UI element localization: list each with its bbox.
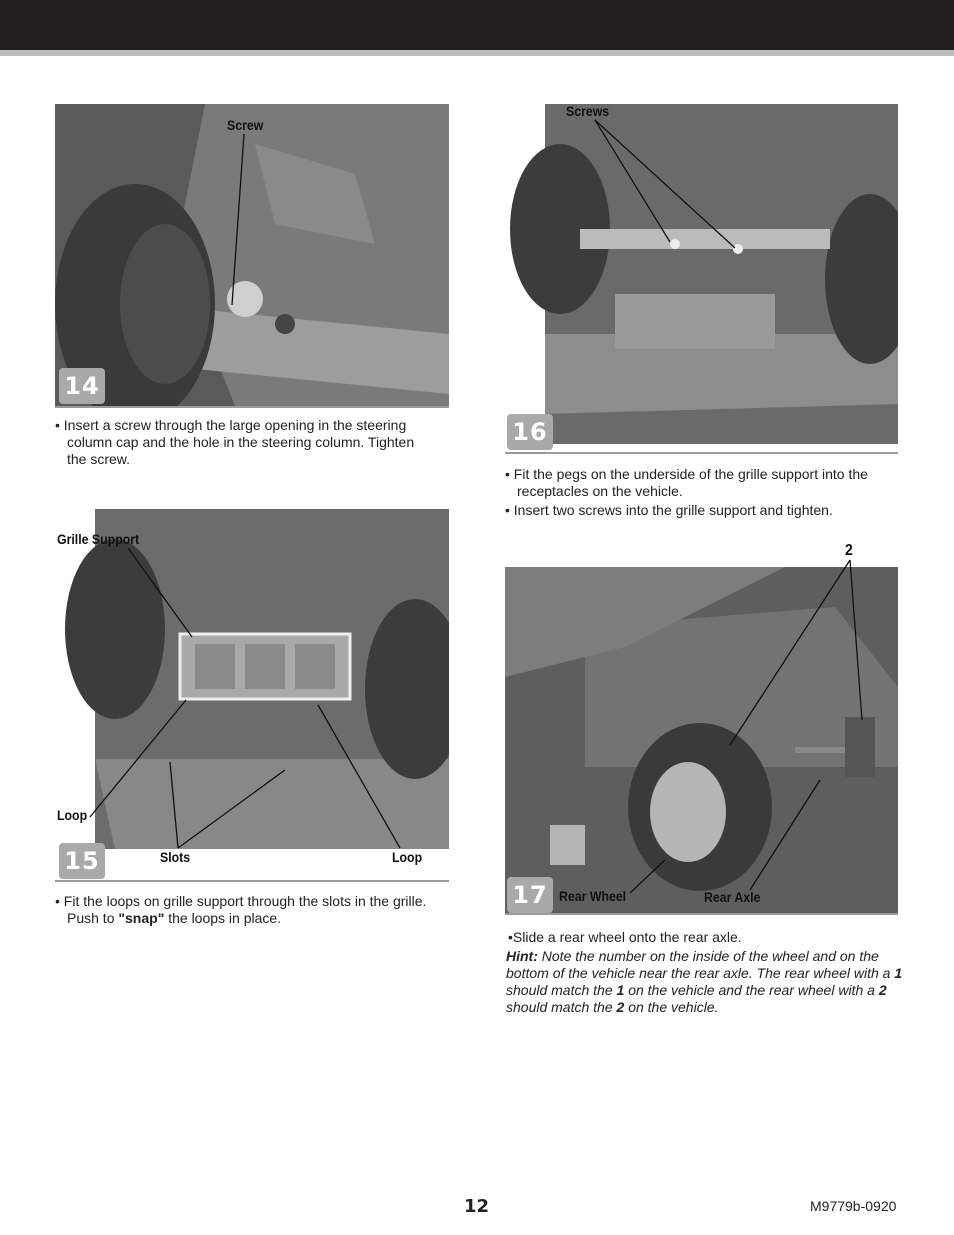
step-number-15: 15 — [59, 843, 105, 879]
step-number-16: 16 — [507, 414, 553, 450]
figure-14-illustration — [55, 104, 449, 406]
step-14-line: • Insert a screw through the large openi… — [55, 417, 407, 433]
step-14-text: • Insert a screw through the large openi… — [55, 417, 450, 468]
label-screw: Screw — [227, 117, 264, 133]
header-stripe — [0, 50, 954, 56]
label-two: 2 — [845, 542, 853, 559]
hint-text: Note the number on the inside of the whe… — [506, 948, 895, 981]
step-bar-14 — [55, 406, 449, 408]
page-number: 12 — [464, 1196, 490, 1217]
hint-num: 2 — [878, 982, 887, 998]
step-14-line: column cap and the hole in the steering … — [67, 434, 415, 450]
figure-14: 14 — [55, 104, 449, 406]
step-15-line2: Push to "snap" the loops in place. — [55, 910, 455, 927]
hint-num: 2 — [616, 999, 625, 1015]
step-17-hint: Hint: Note the number on the inside of t… — [506, 948, 906, 1016]
figure-15: 15 — [55, 509, 449, 881]
step-number-14: 14 — [59, 368, 105, 404]
header-bar — [0, 0, 954, 50]
label-slots: Slots — [160, 849, 191, 865]
step-14-line: the screw. — [67, 451, 131, 467]
document-code: M9779b-0920 — [810, 1198, 897, 1214]
step-bar-16 — [505, 452, 898, 454]
step-17-text: •Slide a rear wheel onto the rear axle. — [508, 929, 742, 945]
label-loop-left: Loop — [57, 807, 88, 823]
label-rear-axle: Rear Axle — [704, 889, 761, 905]
step-15-push: Push to — [67, 910, 119, 926]
figure-17-illustration — [505, 567, 898, 914]
hint-text: should match the — [506, 982, 617, 998]
hint-text: on the vehicle and the rear wheel with a — [624, 982, 879, 998]
step-16-line2: • Insert two screws into the grille supp… — [505, 502, 833, 518]
step-16-line1: • Fit the pegs on the underside of the g… — [505, 466, 868, 499]
step-16-text: • Fit the pegs on the underside of the g… — [505, 466, 900, 519]
step-number-17: 17 — [507, 877, 553, 913]
figure-16-illustration — [510, 104, 898, 444]
hint-num: 1 — [616, 982, 625, 998]
figure-16: 16 — [505, 104, 898, 454]
label-rear-wheel: Rear Wheel — [559, 888, 627, 904]
step-15-snap: "snap" — [118, 910, 165, 926]
step-15-line: • Fit the loops on grille support throug… — [55, 893, 427, 909]
figure-15-illustration — [65, 509, 449, 849]
step-bar-17 — [505, 913, 898, 915]
hint-num: 1 — [894, 965, 903, 981]
label-grille-support: Grille Support — [57, 531, 140, 547]
label-screws: Screws — [566, 103, 610, 119]
hint-label: Hint: — [506, 948, 538, 964]
step-bar-15 — [55, 880, 449, 882]
hint-text: should match the — [506, 999, 617, 1015]
figure-17: 17 — [505, 567, 898, 914]
step-15-text: • Fit the loops on grille support throug… — [55, 893, 455, 927]
label-loop-right: Loop — [392, 849, 423, 865]
step-15-end: the loops in place. — [164, 910, 282, 926]
hint-text: on the vehicle. — [624, 999, 719, 1015]
